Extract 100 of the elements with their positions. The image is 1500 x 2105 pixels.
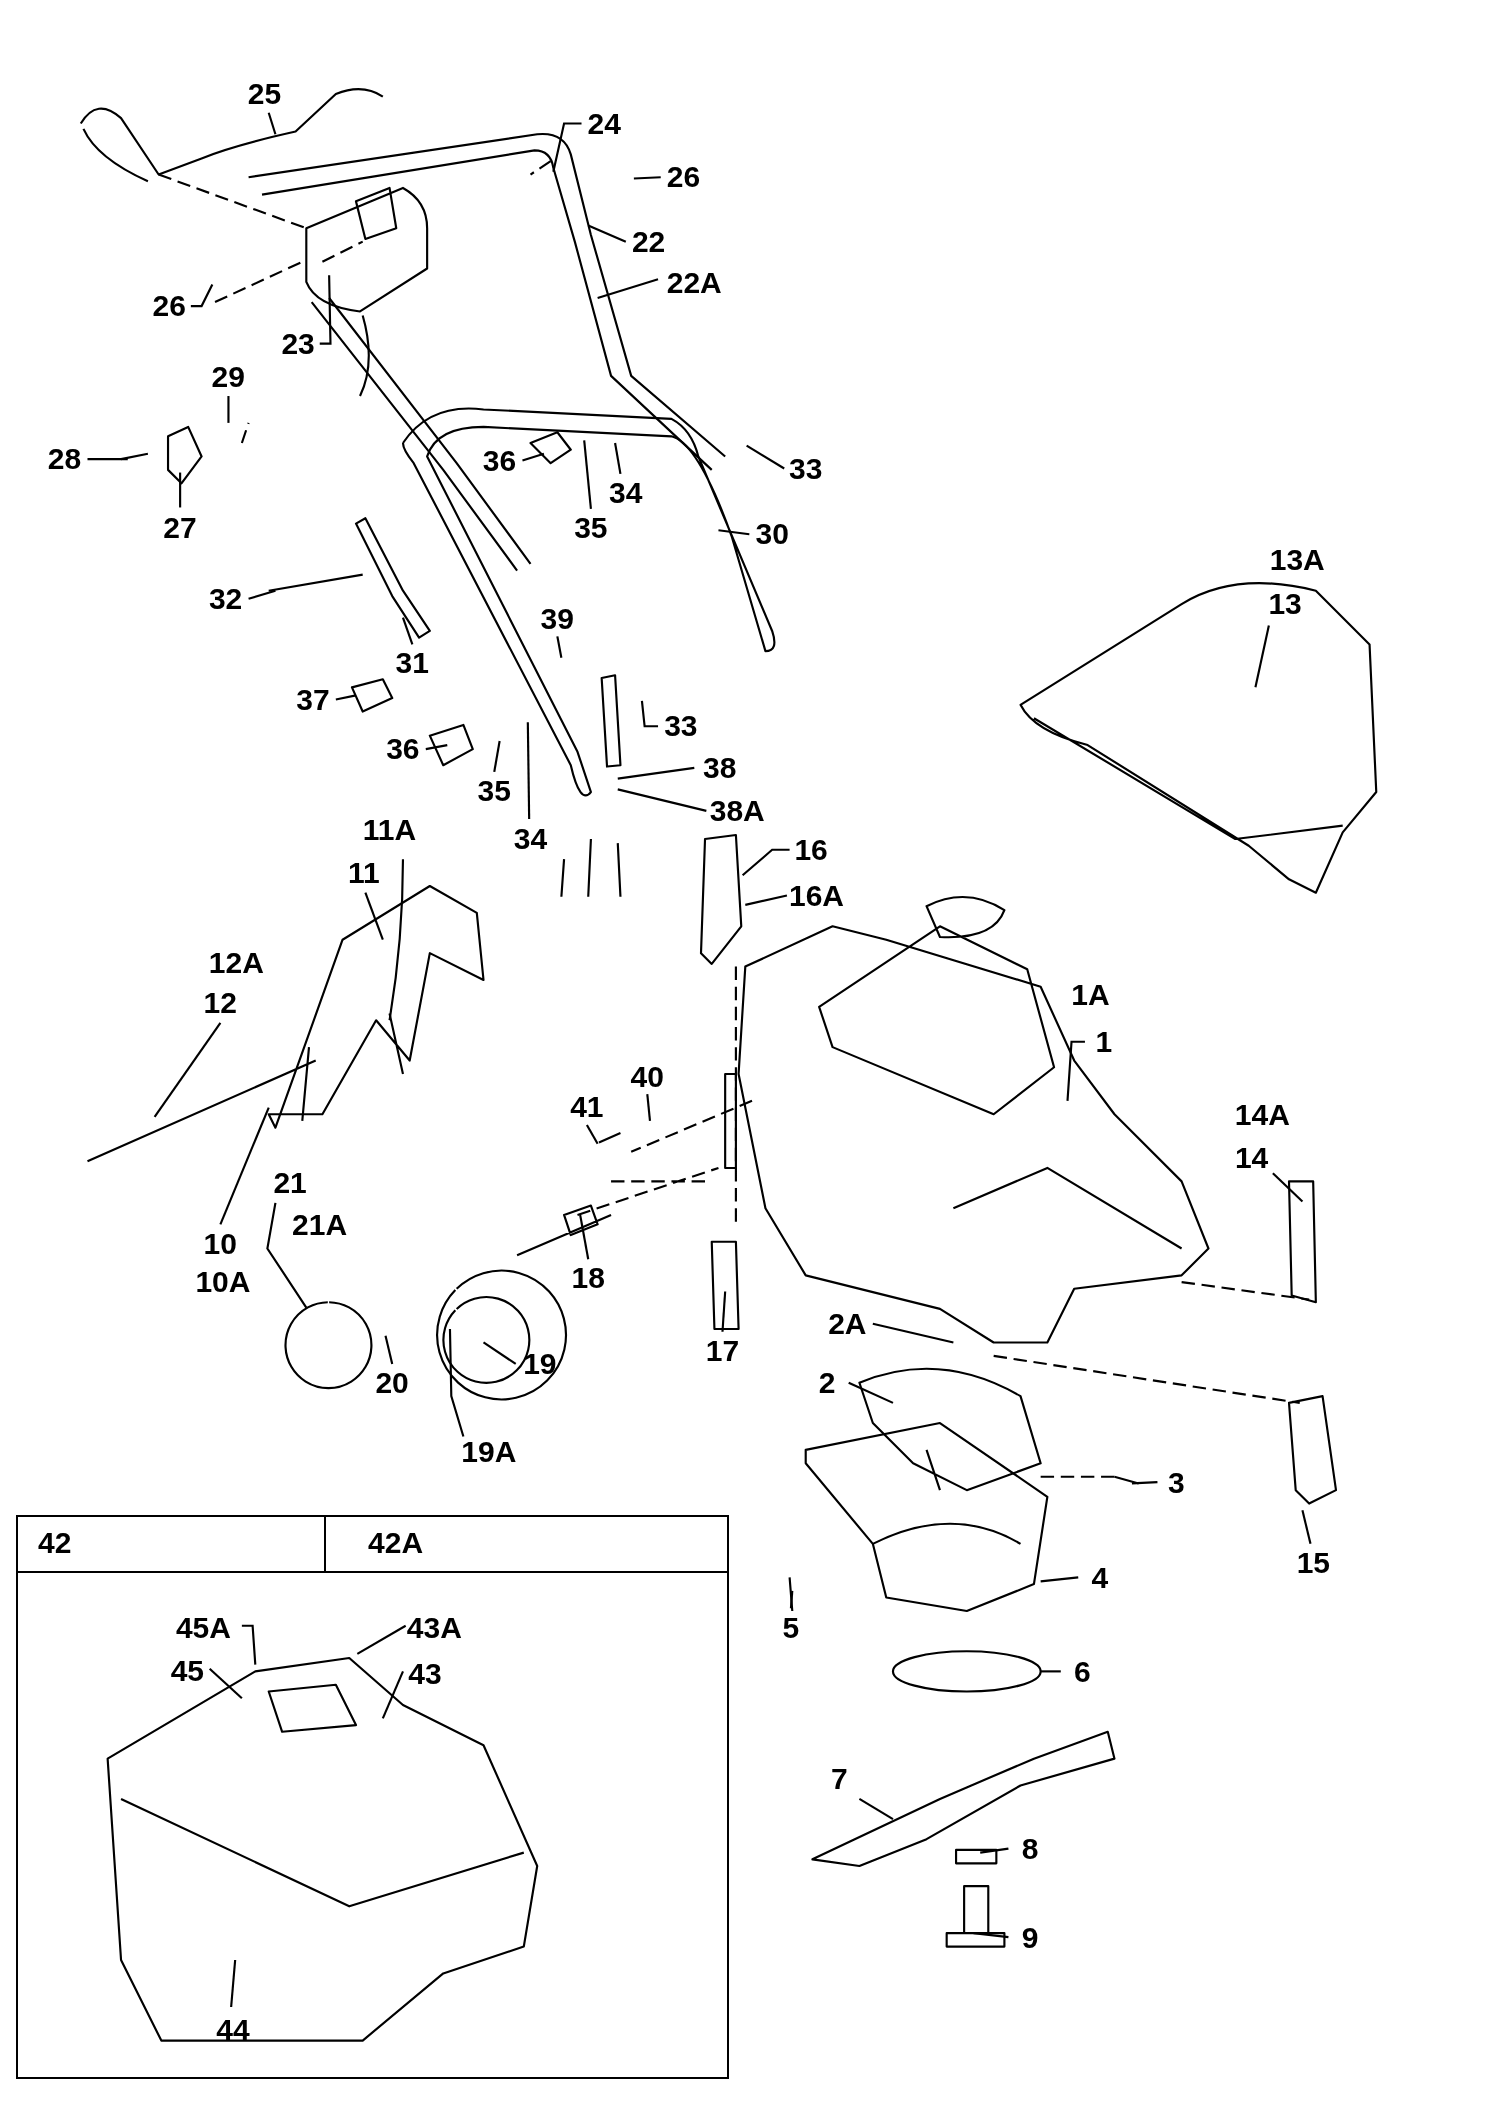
- callout-number: 11A: [362, 813, 417, 846]
- callout-number: 18: [571, 1262, 605, 1295]
- leader-line: [633, 176, 661, 180]
- leader-line: [718, 529, 750, 536]
- callout-number: 14: [1234, 1141, 1269, 1174]
- leader-line: [745, 894, 788, 906]
- callout-number: 30: [755, 518, 789, 551]
- leader-line: [585, 1124, 599, 1145]
- callout-number: 13: [1268, 588, 1302, 621]
- leader-line: [241, 1624, 257, 1665]
- leader-line: [384, 1335, 394, 1365]
- callout-number: 36: [482, 444, 517, 477]
- callout-number: 33: [789, 452, 823, 485]
- leader-line: [1040, 1576, 1079, 1583]
- callout-number: 7: [830, 1763, 848, 1796]
- callout-number: 24: [587, 107, 621, 140]
- callout-number: 45: [170, 1655, 204, 1688]
- leader-line: [597, 278, 659, 300]
- callout-number: 23: [281, 327, 315, 360]
- callout-number: 29: [211, 361, 245, 394]
- callout-number: 42A: [368, 1526, 424, 1559]
- callout-number: 26: [152, 290, 186, 323]
- leader-line: [848, 1381, 894, 1404]
- leader-line: [1301, 1510, 1312, 1545]
- leader-line: [526, 722, 531, 819]
- leader-line: [179, 472, 182, 508]
- callout-number: 16A: [788, 879, 844, 912]
- leader-line: [335, 694, 357, 701]
- callout-number: 2: [818, 1367, 836, 1400]
- callout-number: 19A: [461, 1435, 517, 1468]
- leader-line: [617, 788, 707, 812]
- inset-frame: [16, 1514, 730, 2079]
- leader-line: [552, 122, 582, 173]
- callout-number: 19: [523, 1348, 557, 1381]
- leader-line: [153, 1022, 222, 1118]
- callout-number: 38A: [709, 795, 765, 828]
- callout-number: 16: [794, 834, 828, 867]
- leader-line: [1040, 1670, 1061, 1673]
- callout-number: 42: [38, 1526, 72, 1559]
- leader-line: [980, 1847, 1009, 1854]
- callout-number: 36: [386, 733, 420, 766]
- callout-number: 21A: [292, 1208, 348, 1241]
- callout-number: 21: [273, 1167, 307, 1200]
- leader-line: [522, 452, 545, 462]
- leader-line: [973, 1932, 1009, 1939]
- leader-line: [1254, 625, 1270, 688]
- callout-number: 26: [666, 161, 701, 194]
- leader-line: [208, 1667, 243, 1700]
- callout-number: 8: [1021, 1833, 1039, 1866]
- leader-line: [381, 1670, 404, 1719]
- leader-line: [556, 636, 563, 658]
- callout-number: 5: [782, 1611, 800, 1644]
- callout-number: 6: [1074, 1655, 1091, 1688]
- leader-line: [267, 112, 277, 135]
- leader-line: [1131, 1481, 1158, 1485]
- callout-number: 41: [570, 1090, 604, 1123]
- callout-number: 14A: [1234, 1098, 1290, 1131]
- leader-line: [230, 1959, 237, 2008]
- callout-number: 1A: [1071, 979, 1110, 1012]
- callout-number: 9: [1021, 1921, 1039, 1954]
- callout-number: 39: [540, 603, 574, 636]
- callout-number: 28: [47, 443, 82, 476]
- callout-number: 38: [703, 752, 737, 785]
- leader-line: [190, 284, 214, 308]
- callout-number: 44: [216, 2013, 250, 2046]
- callout-number: 3: [1168, 1466, 1185, 1499]
- leader-line: [721, 1291, 727, 1332]
- leader-line: [319, 275, 332, 345]
- leader-line: [789, 1590, 794, 1609]
- callout-number: 1: [1095, 1026, 1113, 1059]
- leader-line: [87, 458, 128, 461]
- callout-number: 35: [477, 774, 511, 807]
- callout-number: 12A: [208, 946, 264, 979]
- leader-line: [614, 442, 622, 475]
- leader-line: [248, 589, 276, 600]
- callout-number: 32: [208, 582, 243, 615]
- callout-number: 34: [513, 823, 548, 856]
- leader-line: [579, 1214, 590, 1260]
- leader-line: [266, 1202, 308, 1309]
- callout-number: 40: [630, 1061, 664, 1093]
- leader-line: [1272, 1172, 1304, 1203]
- callout-number: 25: [247, 78, 282, 110]
- leader-line: [364, 892, 384, 941]
- leader-line: [746, 444, 785, 470]
- callout-number: 13A: [1269, 543, 1325, 576]
- callout-number: 43A: [406, 1612, 462, 1645]
- leader-line: [482, 1341, 517, 1365]
- leader-line: [858, 1798, 894, 1820]
- callout-number: 22A: [666, 267, 722, 300]
- leader-line: [356, 1624, 407, 1655]
- leader-line: [587, 224, 627, 243]
- callout-number: 43: [408, 1657, 442, 1690]
- callout-number: 10: [203, 1227, 237, 1260]
- callout-number: 45A: [175, 1612, 231, 1645]
- leader-line: [872, 1322, 954, 1344]
- callout-number: 15: [1296, 1547, 1330, 1580]
- leader-line: [227, 396, 230, 423]
- leader-line: [493, 740, 501, 773]
- callout-number: 27: [163, 511, 197, 544]
- callout-number: 37: [296, 683, 330, 716]
